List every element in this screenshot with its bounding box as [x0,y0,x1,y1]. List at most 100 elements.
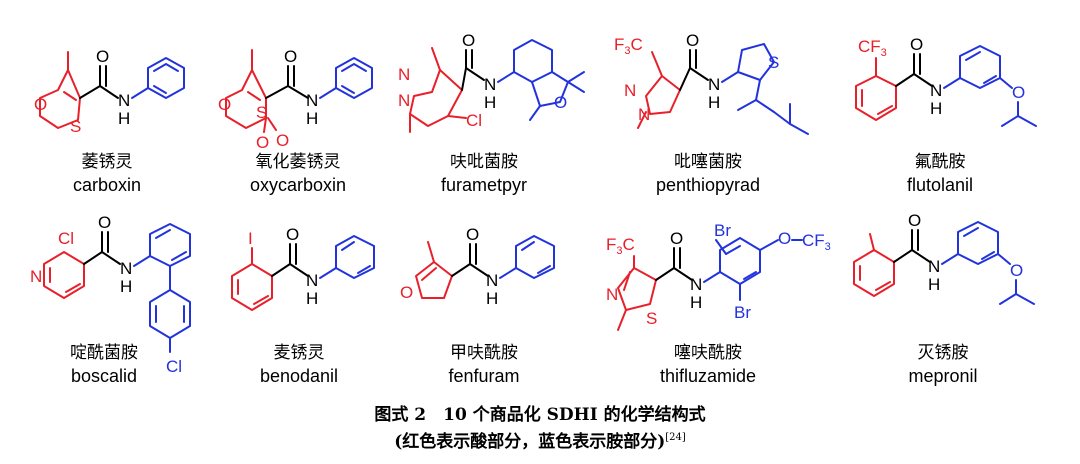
structure-flutolanil: CF3 O N H O [855,35,1037,127]
benodanil-amine-phenyl [335,235,375,279]
boscalid-carbonyl-o: O [98,213,111,232]
structure-penthiopyrad: F3C N N O N H S [614,31,809,135]
fenfuram-o-atom: O [400,283,413,302]
carboxin-h-atom: H [118,109,130,128]
furametpyr-n1: N [398,65,410,84]
oxycarboxin-so-o1: O [256,133,269,152]
compound-en-name: mepronil [908,366,977,386]
thifluzamide-n-ring: N [606,285,618,304]
compound-en-name: boscalid [71,366,137,386]
compound-cn-name: 噻呋酰胺 [674,343,742,363]
penthiopyrad-pyrazole [645,51,681,115]
compound-cn-name: 吡噻菌胺 [674,152,742,172]
structure-mepronil: O N H O [853,211,1035,305]
benodanil-n-atom: N [306,271,318,290]
mepronil-h-atom: H [928,275,940,294]
mepronil-carbonyl-o: O [908,211,921,230]
thifluzamide-ocf3: CF3 [802,231,831,253]
boscalid-h-atom: H [120,277,132,296]
oxycarboxin-amine-phenyl [335,57,373,99]
fenfuram-h-atom: H [486,289,498,308]
boscalid-cl-acid: Cl [58,229,74,248]
thifluzamide-amine-phenyl [719,237,761,285]
oxycarboxin-o-atom: O [218,95,231,114]
structure-boscalid: Cl N O N H Cl [30,213,191,376]
compound-en-name: thifluzamide [660,366,756,386]
penthiopyrad-cf3: F3C [614,35,643,57]
penthiopyrad-n-atom: N [708,75,720,94]
compound-en-name: oxycarboxin [250,175,346,195]
fenfuram-n-atom: N [486,271,498,290]
thifluzamide-ether-o: O [778,229,791,248]
oxycarboxin-h-atom: H [306,109,318,128]
caption-ref: [24] [665,432,686,443]
flutolanil-amine-phenyl [959,45,1001,89]
carboxin-o-atom: O [34,95,47,114]
structure-thifluzamide: F3C N S O N H Br Br O CF3 [606,221,831,331]
flutolanil-carbonyl-o: O [910,35,923,54]
furametpyr-n2: N [398,91,410,110]
thifluzamide-thiazole [617,267,657,311]
compound-en-name: furametpyr [441,175,527,195]
carboxin-carbonyl-o: O [96,47,109,66]
thifluzamide-n-atom: N [690,275,702,294]
benodanil-h-atom: H [306,289,318,308]
penthiopyrad-carbonyl-o: O [686,31,699,50]
mepronil-n-atom: N [928,257,940,276]
figure-caption-line1: 图式 2 10 个商品化 SDHI 的化学结构式 [374,404,705,425]
oxycarboxin-acid-ring [225,69,267,129]
fenfuram-furan [415,261,453,299]
furametpyr-carbonyl-o: O [462,31,475,50]
thifluzamide-h-atom: H [690,293,702,312]
figure-caption-line2: (红色表示酸部分，蓝色表示胺部分)[24] [394,431,686,452]
flutolanil-h-atom: H [930,99,942,118]
carboxin-double-bond [63,91,77,101]
structure-oxycarboxin: O S O O O N H [218,47,373,152]
furametpyr-amine-ring [513,39,553,83]
mepronil-amine-phenyl [957,221,999,265]
furametpyr-n-atom: N [484,75,496,94]
boscalid-n-atom: N [120,259,132,278]
compound-en-name: carboxin [73,175,141,195]
benodanil-iodine: I [248,229,253,248]
thifluzamide-br-bottom: Br [734,303,751,322]
compound-en-name: benodanil [260,366,338,386]
furametpyr-pyrazole [409,69,463,127]
benodanil-carbonyl-o: O [286,225,299,244]
structure-benodanil: I O N H [231,225,375,311]
boscalid-pyridine-n: N [30,267,42,286]
oxycarboxin-n-atom: N [306,91,318,110]
thifluzamide-br-top: Br [714,221,731,240]
structure-furametpyr: N N Cl O N H O [398,31,585,133]
compound-cn-name: 灭锈胺 [918,343,969,363]
compound-cn-name: 甲呋酰胺 [450,343,518,363]
boscalid-cl-amine: Cl [166,357,182,376]
caption-line2-text: (红色表示酸部分，蓝色表示胺部分) [394,431,665,452]
fenfuram-carbonyl-o: O [466,225,479,244]
compound-cn-name: 氟酰胺 [915,152,966,172]
penthiopyrad-h-atom: H [708,93,720,112]
oxycarboxin-so-o2: O [276,131,289,150]
mepronil-ether-o: O [1010,261,1023,280]
compound-en-name: penthiopyrad [656,175,760,195]
carboxin-acid-ring [39,69,81,129]
compound-en-name: flutolanil [907,175,973,195]
oxycarboxin-carbonyl-o: O [284,47,297,66]
compound-en-name: fenfuram [448,366,519,386]
carboxin-s-atom: S [70,117,81,136]
fenfuram-amine-phenyl [515,235,555,279]
thifluzamide-carbonyl-o: O [670,229,683,248]
furametpyr-cl: Cl [466,111,482,130]
structure-fenfuram: O O N H [400,225,555,308]
penthiopyrad-n1: N [624,81,636,100]
carboxin-amine-phenyl [147,57,185,99]
penthiopyrad-thiophene [737,43,775,81]
compound-cn-name: 啶酰菌胺 [70,343,138,363]
oxycarboxin-s-atom: S [256,103,267,122]
flutolanil-cf3: CF3 [858,37,887,59]
furametpyr-ring-o: O [554,93,567,112]
carboxin-n-atom: N [118,91,130,110]
furametpyr-h-atom: H [484,93,496,112]
compound-cn-name: 麦锈灵 [274,343,325,363]
compound-cn-name: 呋吡菌胺 [450,152,518,172]
